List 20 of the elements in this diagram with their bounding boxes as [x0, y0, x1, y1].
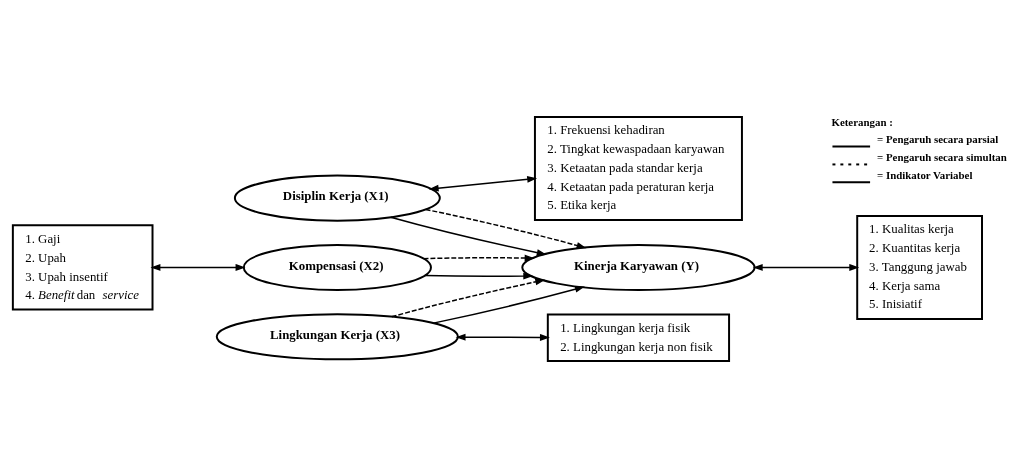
label: Keterangan :: [831, 115, 893, 128]
arrow: [422, 254, 535, 262]
arrow: [424, 208, 587, 249]
arrow: [424, 272, 534, 280]
legend-label: = Pengaruh secara simultan: [877, 150, 1007, 163]
node-ellipse: Lingkungan Kerja (X3): [215, 312, 459, 360]
node-ellipse: Kompensasi (X2): [242, 243, 432, 291]
arrow: [150, 263, 246, 271]
arrow: [428, 175, 538, 192]
arrow: [455, 333, 550, 341]
arrow: [390, 216, 547, 256]
arrow: [432, 285, 585, 324]
node-box: 1. Lingkungan kerja fisik 2. Lingkungan kerja non fisik: [546, 313, 731, 362]
node-box: 1. Frekuensi kehadiran 2. Tingkat kewaspadaan karyawan 3. Ketaatan pada standar kerja 4. Ketaatan pada peraturan kerja 5. Etika kerja: [533, 115, 743, 221]
arrow: [752, 263, 860, 271]
arrow: [391, 277, 546, 318]
legend-label: = Indikator Variabel: [877, 168, 973, 181]
node-box: 1. Kualitas kerja 2. Kuantitas kerja 3. Tanggung jawab 4. Kerja sama 5. Inisiatif: [856, 214, 983, 320]
legend-label: = Pengaruh secara parsial: [877, 132, 999, 145]
node-box: 1. Gaji 2. Upah 3. Upah insentif 4. Benefit dan service: [11, 223, 154, 311]
